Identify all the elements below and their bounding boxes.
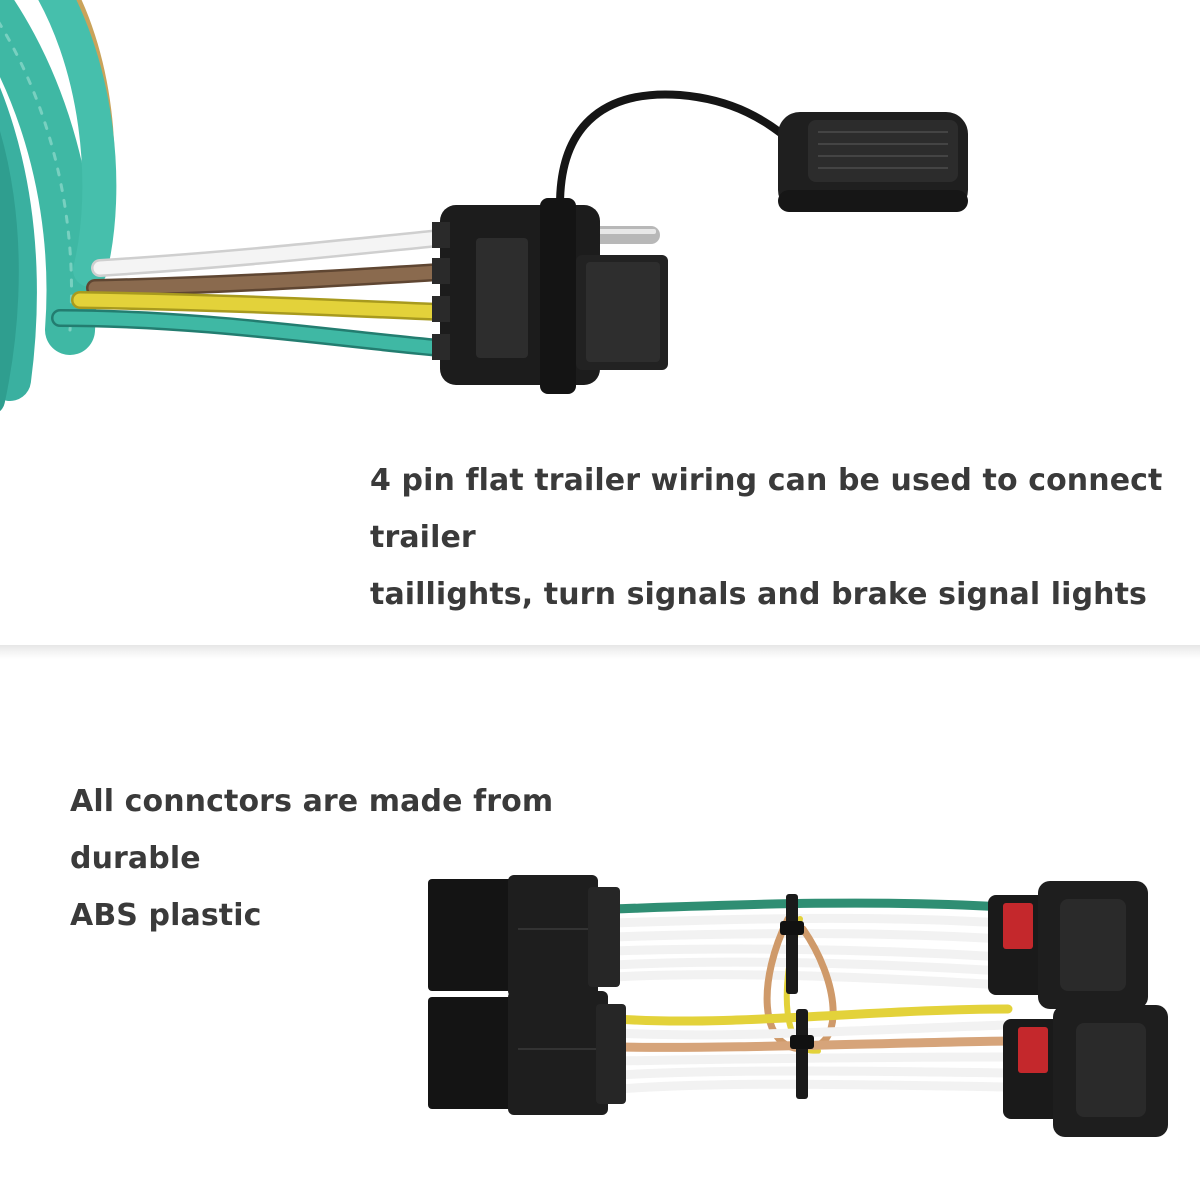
top-description: 4 pin flat trailer wiring can be used to…: [370, 452, 1190, 623]
left-upper-connector: [428, 875, 620, 997]
top-description-line-1: 4 pin flat trailer wiring can be used to…: [370, 463, 1163, 555]
right-lower-connector: [1003, 1005, 1168, 1137]
flat-4-connector-housing: [432, 198, 668, 394]
coiled-cable: [0, 0, 117, 412]
bottom-description-line-2: ABS plastic: [70, 898, 262, 933]
left-lower-connector: [428, 991, 626, 1115]
lower-wire-group: [613, 1004, 1013, 1094]
top-description-line-2: taillights, turn signals and brake signa…: [370, 577, 1147, 612]
bottom-description: All connctors are made from durable ABS …: [70, 773, 670, 944]
upper-green-wire: [608, 898, 1008, 914]
section-divider: [0, 645, 1200, 659]
lower-yellow-wire: [613, 1004, 1013, 1026]
bottom-description-line-1: All connctors are made from durable: [70, 784, 554, 876]
bottom-product-panel: All connctors are made from durable ABS …: [0, 659, 1200, 1200]
upper-wire-group: [608, 898, 1008, 990]
dust-cap: [778, 112, 968, 212]
wire-bundle: [51, 229, 449, 357]
cable-ties: [780, 894, 814, 1099]
harness-adapter-photo: [428, 875, 1168, 1137]
metal-pin: [590, 226, 660, 244]
top-product-panel: 4 pin flat trailer wiring can be used to…: [0, 0, 1190, 623]
right-upper-connector: [988, 881, 1148, 1009]
dust-cap-tether: [556, 90, 794, 209]
flat-4pin-connector-photo: [0, 0, 968, 412]
